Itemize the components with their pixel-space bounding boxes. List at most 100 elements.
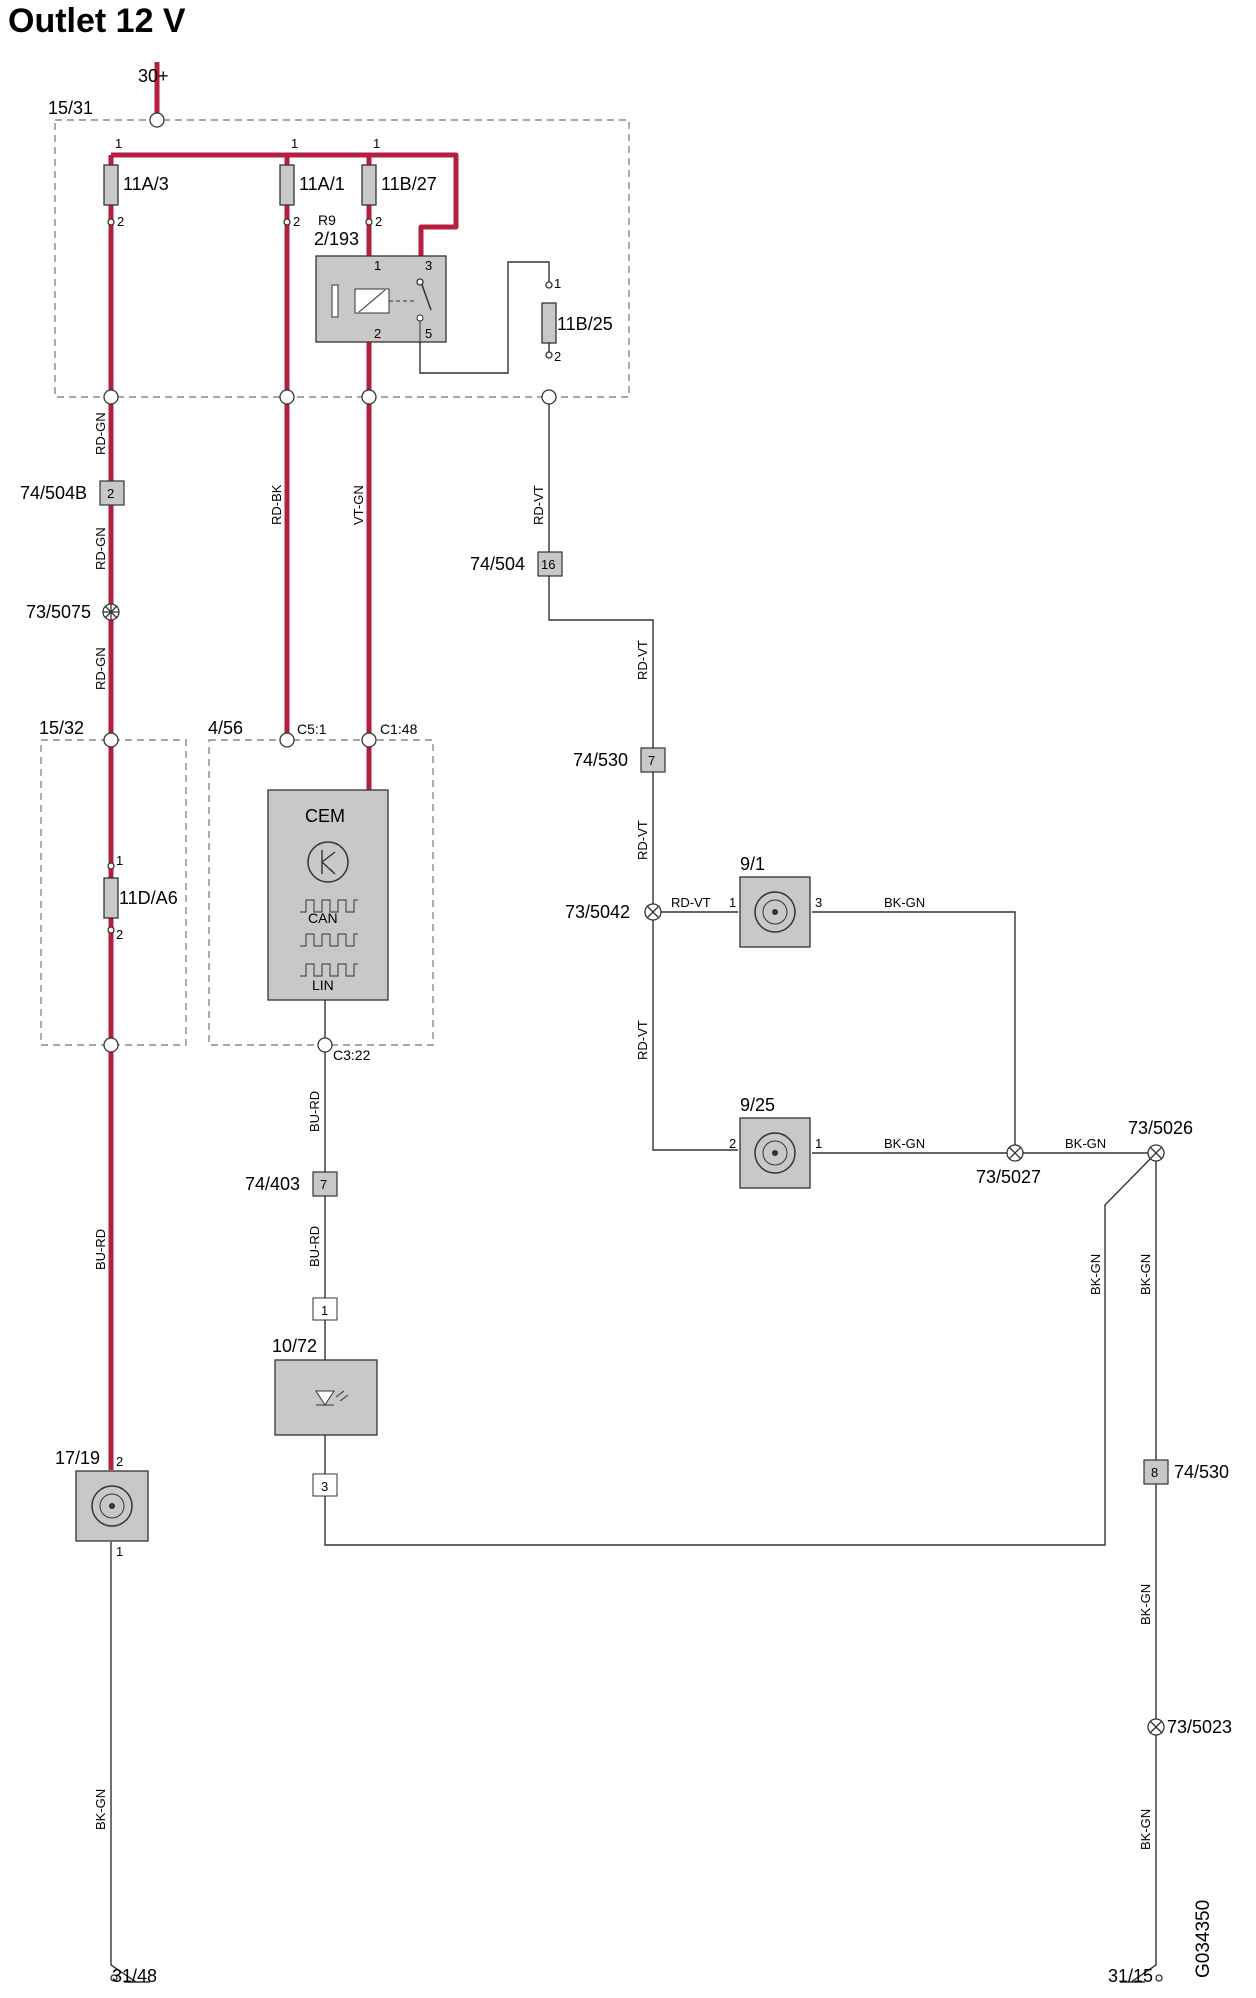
label-can: CAN	[308, 910, 338, 926]
wire-code: BK-GN	[884, 1136, 925, 1151]
pin-label: 3	[425, 258, 432, 273]
wire-busbar	[111, 152, 459, 282]
label-73-5042: 73/5042	[565, 902, 630, 922]
label-fuse-11da6: 11D/A6	[119, 888, 178, 908]
transistor-icon	[307, 841, 349, 883]
wire-code: RD-GN	[93, 527, 108, 570]
wire-code: BK-GN	[1138, 1809, 1153, 1850]
fuse-11b25-icon	[541, 302, 557, 344]
label-relay-r9: R9	[318, 212, 336, 228]
page-title: Outlet 12 V	[8, 2, 186, 40]
box-15-31	[54, 119, 630, 398]
label-fuse-11a3: 11A/3	[123, 174, 169, 194]
connector-74-530-a	[640, 747, 666, 773]
wire-code: RD-VT	[531, 485, 546, 525]
label-73-5026: 73/5026	[1128, 1118, 1193, 1138]
label-supply: 30+	[138, 66, 169, 86]
label-ground-31-15: 31/15	[1108, 1966, 1153, 1986]
pin-label: 2	[293, 214, 300, 229]
outlet-17-19-icon	[75, 1470, 149, 1542]
pin-label: 2	[107, 486, 114, 501]
label-box-4-56: 4/56	[208, 718, 243, 738]
pin-label: 5	[425, 326, 432, 341]
terminals	[103, 112, 1163, 1982]
label-outlet-17-19: 17/19	[55, 1448, 100, 1468]
wire-code: RD-BK	[269, 484, 284, 525]
wire-code: BK-GN	[93, 1789, 108, 1830]
pin-label: 2	[117, 214, 124, 229]
label-fuse-11a1: 11A/1	[299, 174, 345, 194]
splice-73-5023-icon	[1147, 1718, 1165, 1736]
label-relay-id: 2/193	[314, 229, 359, 249]
cem-module	[267, 789, 389, 1001]
connector-74-530-b	[1143, 1459, 1169, 1485]
label-box-15-32: 15/32	[39, 718, 84, 738]
label-74-504: 74/504	[470, 554, 525, 574]
label-lin: LIN	[312, 977, 334, 993]
fuse-11a1-icon	[279, 164, 295, 206]
outlet-9-25-icon	[739, 1117, 811, 1189]
pin-numbers: 1 1 1 2 2 2 1 2 3 5 1 2 1 2 1 3 2 1 2 1 …	[107, 136, 1158, 1559]
label-box-15-31: 15/31	[48, 98, 93, 118]
fuses	[103, 164, 557, 919]
wire-code: BU-RD	[93, 1229, 108, 1270]
pin-label: 1	[554, 276, 561, 291]
connector-74-504	[537, 551, 563, 577]
wire-relay-to-11b25	[419, 261, 550, 374]
wire-code: RD-VT	[635, 820, 650, 860]
wire-code: BK-GN	[884, 895, 925, 910]
pin-label: 2	[374, 326, 381, 341]
wire-code: BK-GN	[1138, 1254, 1153, 1295]
pin-label: 3	[321, 1479, 328, 1494]
pin-label: 2	[375, 214, 382, 229]
label-lamp-10-72: 10/72	[272, 1336, 317, 1356]
wire-code: RD-GN	[93, 412, 108, 455]
splice-73-5026-icon	[1147, 1144, 1165, 1162]
label-74-403: 74/403	[245, 1174, 300, 1194]
lamp-10-72	[274, 1297, 378, 1497]
pin-label: 2	[116, 927, 123, 942]
pin-label: 1	[321, 1303, 328, 1318]
connectors	[99, 480, 1169, 1485]
outlets	[75, 876, 811, 1542]
wire-code: VT-GN	[351, 485, 366, 525]
wire-bk-gn-9-1	[812, 911, 1016, 1153]
pin-label: 1	[116, 853, 123, 868]
label-outlet-9-25: 9/25	[740, 1095, 775, 1115]
splice-73-5042-icon	[644, 903, 662, 921]
wire-code: BU-RD	[307, 1226, 322, 1267]
pin-label: 1	[373, 136, 380, 151]
pin-label: 7	[648, 753, 655, 768]
label-74-530-b: 74/530	[1174, 1462, 1229, 1482]
label-73-5027: 73/5027	[976, 1167, 1041, 1187]
outlet-9-1-icon	[739, 876, 811, 948]
lamp-pin3-box	[312, 1473, 338, 1497]
pin-label: 1	[116, 1544, 123, 1559]
label-73-5075: 73/5075	[26, 602, 91, 622]
cem-body	[267, 789, 389, 1001]
wire-code: RD-VT	[635, 640, 650, 680]
wire-code: RD-VT	[635, 1020, 650, 1060]
pin-label: 1	[729, 895, 736, 910]
label-pin-c1-48: C1:48	[380, 721, 418, 737]
text-labels: 30+ 15/31 15/32 4/56 11A/3 11A/1 11B/27 …	[20, 66, 1232, 1986]
connector-74-403	[312, 1171, 338, 1197]
label-pin-c5-1: C5:1	[297, 721, 327, 737]
pin-label: 7	[320, 1177, 327, 1192]
pin-label: 2	[554, 349, 561, 364]
lin-signal-icon	[300, 963, 358, 977]
lamp-pin1-box	[312, 1297, 338, 1321]
label-ground-31-48: 31/48	[112, 1966, 157, 1986]
label-pin-c3-22: C3:22	[333, 1047, 371, 1063]
splice-73-5075-icon	[102, 603, 120, 621]
label-outlet-9-1: 9/1	[740, 854, 765, 874]
can-signal-icon-2	[300, 933, 358, 947]
pin-label: 2	[729, 1136, 736, 1151]
wire-code: BU-RD	[307, 1091, 322, 1132]
splices	[102, 603, 1165, 1736]
fuse-11a3-icon	[103, 164, 119, 206]
label-fuse-11b25: 11B/25	[557, 314, 613, 334]
label-74-530-a: 74/530	[573, 750, 628, 770]
pin-label: 1	[815, 1136, 822, 1151]
